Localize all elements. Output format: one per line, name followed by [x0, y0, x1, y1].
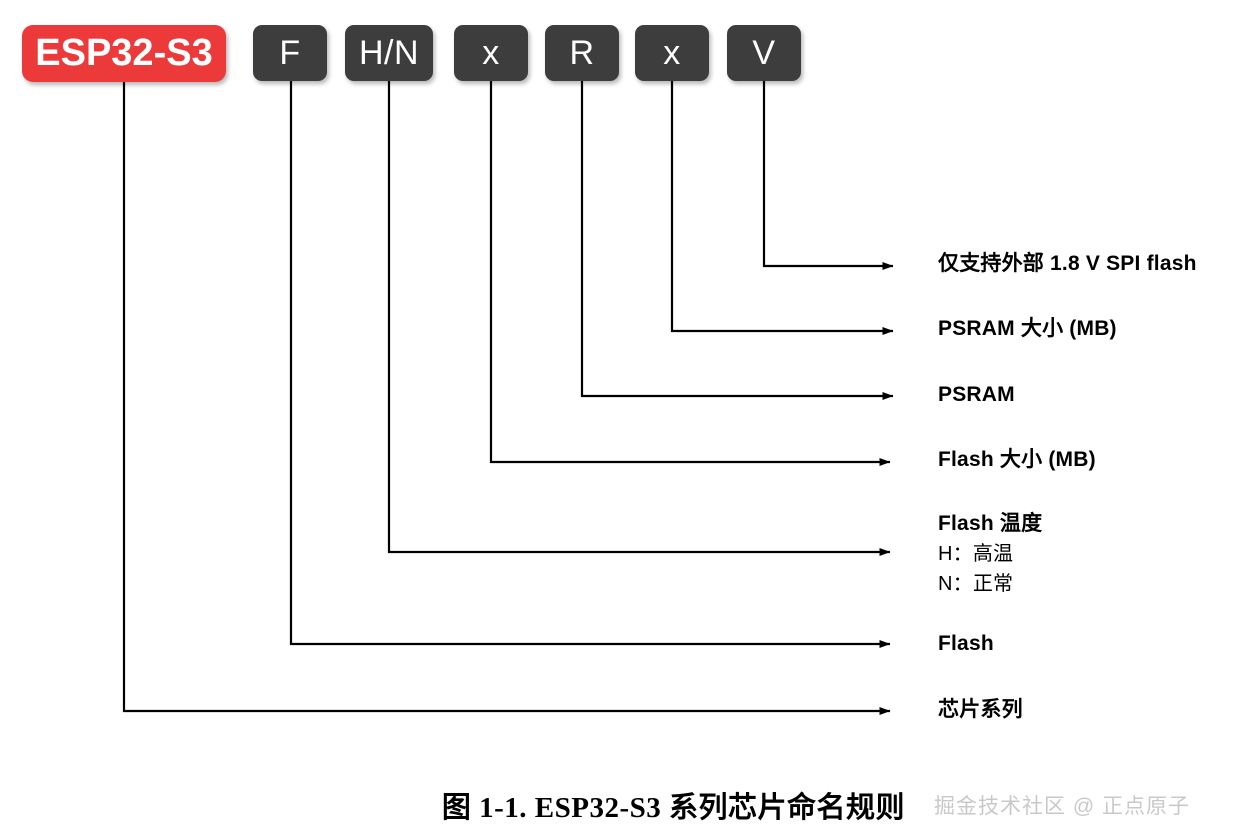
leader-flash [289, 81, 891, 648]
description-flash-temperature: Flash 温度 H：高温 N：正常 [938, 513, 1042, 594]
leader-psram [580, 81, 894, 400]
part-segment-f: F [253, 25, 327, 81]
description-sub-flash-temperature-1: N：正常 [938, 573, 1014, 595]
description-title-flash-temperature: Flash 温度 [938, 512, 1043, 535]
description-title-psram-size: PSRAM 大小 (MB) [938, 317, 1117, 340]
part-segment-h-n: H/N [345, 25, 433, 81]
part-segment-esp32-s3: ESP32-S3 [22, 25, 226, 82]
part-segment-x: x [635, 25, 709, 81]
description-title-flash: Flash [938, 632, 994, 655]
watermark: 掘金技术社区 @ 正点原子 [934, 795, 1190, 818]
description-spi-flash-voltage: 仅支持外部 1.8 V SPI flash [938, 253, 1197, 274]
leader-psram-size [670, 81, 894, 335]
figure-caption: 图 1-1. ESP32-S3 系列芯片命名规则 [441, 792, 905, 824]
description-sub-flash-temperature-0: H：高温 [938, 543, 1014, 565]
leader-flash-size [489, 81, 891, 466]
leader-chip-series [122, 82, 891, 715]
description-flash-size: Flash 大小 (MB) [938, 449, 1096, 470]
description-psram-size: PSRAM 大小 (MB) [938, 318, 1117, 339]
description-title-chip-series: 芯片系列 [938, 698, 1023, 721]
description-chip-series: 芯片系列 [938, 699, 1023, 720]
description-psram: PSRAM [938, 384, 1015, 405]
description-flash: Flash [938, 633, 994, 654]
description-title-spi-flash-voltage: 仅支持外部 1.8 V SPI flash [938, 252, 1197, 275]
part-segment-r: R [545, 25, 619, 81]
description-title-flash-size: Flash 大小 (MB) [938, 448, 1096, 471]
leader-spi-flash-voltage [762, 81, 894, 270]
leader-flash-temperature [387, 81, 891, 556]
description-title-psram: PSRAM [938, 383, 1015, 406]
part-segment-x: x [454, 25, 528, 81]
part-segment-v: V [727, 25, 801, 81]
